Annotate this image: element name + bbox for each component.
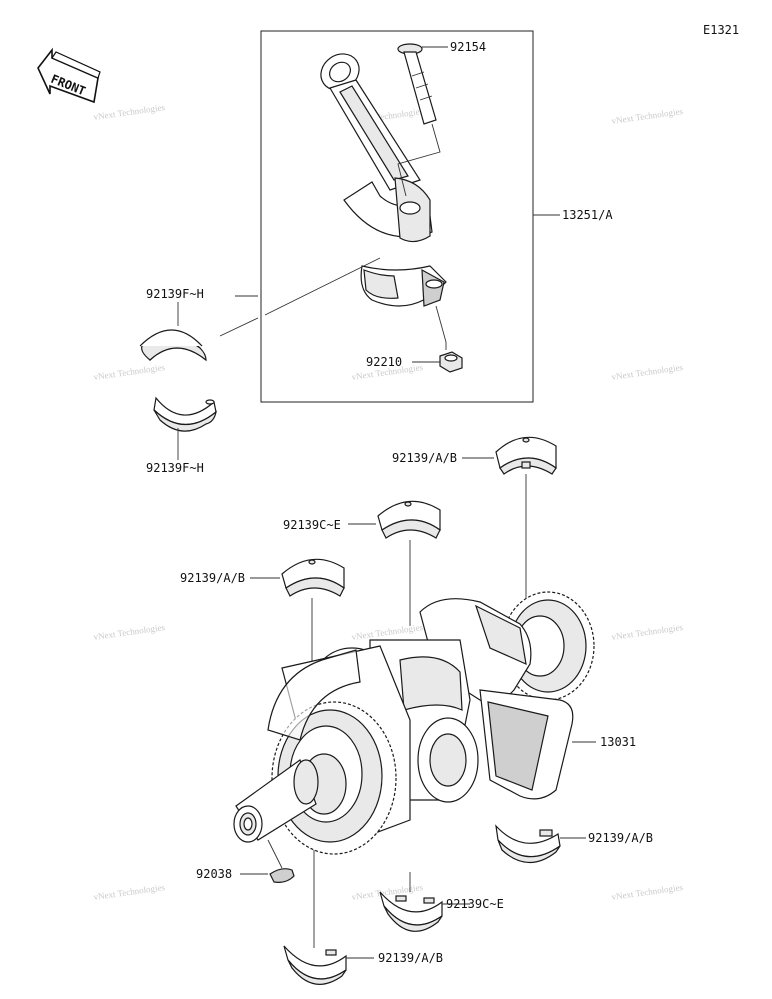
label-main-bearing-bottom-center[interactable]: 92139C~E: [446, 897, 504, 911]
watermark: vNext Technologies: [93, 882, 166, 902]
main-bearing-bottom-right[interactable]: [495, 824, 561, 864]
label-main-bearing-bottom-right[interactable]: 92139/A/B: [588, 831, 653, 845]
watermark: vNext Technologies: [351, 622, 424, 642]
label-bolt[interactable]: 92154: [450, 40, 486, 54]
watermark: vNext Technologies: [93, 362, 166, 382]
woodruff-key[interactable]: [269, 868, 295, 883]
label-main-bearing-center[interactable]: 92139C~E: [283, 518, 341, 532]
label-crankshaft[interactable]: 13031: [600, 735, 636, 749]
rod-bearing-upper[interactable]: [139, 329, 207, 362]
main-bearing-bottom[interactable]: [283, 945, 347, 985]
watermark: vNext Technologies: [611, 362, 684, 382]
connecting-rod-bolt[interactable]: [397, 43, 437, 125]
connecting-rod-nut[interactable]: [439, 351, 463, 373]
label-main-bearing-bottom[interactable]: 92139/A/B: [378, 951, 443, 965]
label-main-bearing-top-right[interactable]: 92139/A/B: [392, 451, 457, 465]
main-bearing-center[interactable]: [377, 500, 441, 539]
connecting-rod[interactable]: [314, 47, 433, 243]
watermark: vNext Technologies: [93, 102, 166, 122]
label-woodruff-key[interactable]: 92038: [196, 867, 232, 881]
label-rod-bearing-lower[interactable]: 92139F~H: [146, 461, 204, 475]
watermark: vNext Technologies: [611, 106, 684, 126]
watermark: vNext Technologies: [611, 882, 684, 902]
front-arrow-icon: FRONT: [37, 47, 101, 104]
watermark: vNext Technologies: [93, 622, 166, 642]
rod-bearing-lower[interactable]: [153, 396, 217, 432]
label-rod-bearing-upper[interactable]: 92139F~H: [146, 287, 204, 301]
watermark: vNext Technologies: [611, 622, 684, 642]
main-bearing-top-right[interactable]: [495, 436, 557, 475]
label-main-bearing-left[interactable]: 92139/A/B: [180, 571, 245, 585]
main-bearing-left[interactable]: [281, 558, 345, 597]
label-connecting-rod-assy[interactable]: 13251/A: [562, 208, 613, 222]
label-nut[interactable]: 92210: [366, 355, 402, 369]
connecting-rod-group-box: [260, 30, 534, 403]
diagram-code: E1321: [703, 23, 739, 37]
connecting-rod-cap[interactable]: [360, 265, 447, 307]
main-bearing-bottom-center[interactable]: [379, 891, 443, 932]
crankshaft[interactable]: [233, 591, 595, 855]
